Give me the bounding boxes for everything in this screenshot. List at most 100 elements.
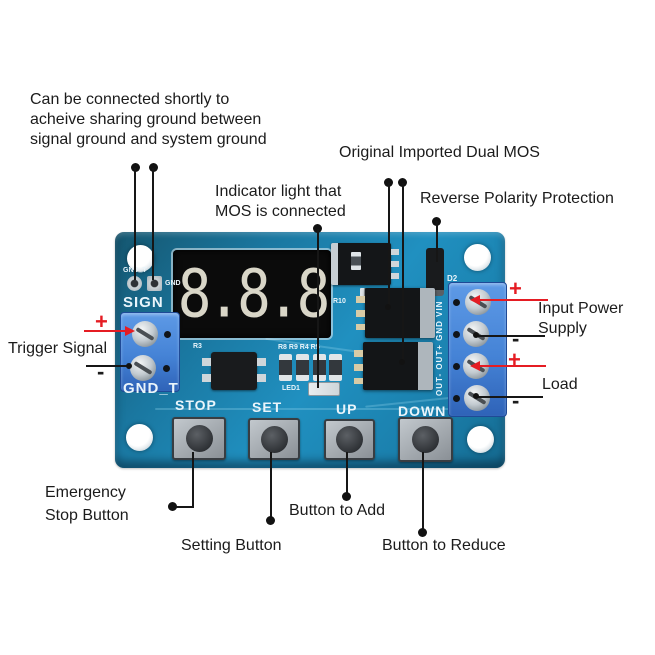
emergency-stop-label: Emergency Stop Button xyxy=(45,481,129,527)
leader-line-set xyxy=(270,452,272,519)
mounting-hole-bottom-left xyxy=(126,424,153,451)
leader-dot xyxy=(473,332,479,338)
silk-down: DOWN xyxy=(398,403,447,419)
gnd-line xyxy=(477,335,545,337)
indicator-note-line1: Indicator light that xyxy=(215,183,342,200)
wire-entry xyxy=(453,363,460,370)
indicator-note-line2: MOS is connected xyxy=(215,203,346,220)
mos-indicator-led xyxy=(308,382,340,396)
leader-line-up xyxy=(346,452,348,494)
seven-segment-display: 8.8.8 xyxy=(173,250,331,338)
dual-mos-1 xyxy=(356,288,435,338)
gnd-minus-mark: - xyxy=(512,326,520,351)
trigger-minus-line xyxy=(86,365,128,367)
dual-mos-label: Original Imported Dual MOS xyxy=(339,144,540,161)
leader-line-dual-mos-1 xyxy=(388,183,390,308)
vin-arrowhead xyxy=(470,295,480,305)
leader-line-reverse-polarity xyxy=(436,221,438,262)
emergency-stop-line2: Stop Button xyxy=(45,507,129,524)
setting-button-label: Setting Button xyxy=(181,537,282,554)
leader-line-ground-1 xyxy=(134,168,136,280)
silk-gnd-pad: GND xyxy=(165,280,181,287)
input-power-label: Input Power Supply xyxy=(538,299,623,339)
leader-line-ground-2 xyxy=(152,168,154,280)
mosfet-package xyxy=(331,243,399,285)
leader-line-stop xyxy=(192,452,194,508)
leader-dot xyxy=(473,393,479,399)
set-button xyxy=(248,418,300,460)
leader-dot xyxy=(131,163,140,172)
silk-d2: D2 xyxy=(447,274,458,283)
down-button-plunger xyxy=(412,426,439,453)
leader-dot xyxy=(149,163,158,172)
ground-pad-round xyxy=(127,276,142,291)
ground-note-line1: Can be connected shortly to xyxy=(30,91,230,108)
indicator-note: Indicator light that MOS is connected xyxy=(215,182,346,222)
leader-dot xyxy=(266,516,275,525)
silk-sign: SIGN xyxy=(123,294,164,311)
leader-dot xyxy=(398,178,407,187)
load-label: Load xyxy=(542,376,578,393)
silk-set: SET xyxy=(252,399,283,415)
chip-resistor xyxy=(279,354,292,381)
leader-line-dual-mos-2 xyxy=(402,183,404,363)
pcb-board: 8.8.8 GND_T GND SIGN GND_T R10 D2 R3 xyxy=(115,232,507,468)
out-minus-mark: - xyxy=(512,388,520,413)
diode-d2 xyxy=(426,248,444,296)
smd-component xyxy=(351,252,361,270)
wire-entry xyxy=(163,365,170,372)
vin-plus-mark: + xyxy=(509,276,522,301)
trigger-minus-mark: - xyxy=(97,359,105,384)
trigger-plus-line xyxy=(84,330,126,332)
ground-note: Can be connected shortly to acheive shar… xyxy=(30,90,267,150)
leader-line-stop-elbow xyxy=(174,506,194,508)
reverse-polarity-label: Reverse Polarity Protection xyxy=(420,190,614,207)
wire-entry xyxy=(453,299,460,306)
chip-resistor xyxy=(329,354,342,381)
trigger-screw-minus xyxy=(130,355,156,381)
wire-entry xyxy=(453,331,460,338)
silk-r10: R10 xyxy=(333,298,346,305)
leader-dot xyxy=(313,224,322,233)
leader-dot xyxy=(126,363,132,369)
chip-resistor xyxy=(313,354,326,381)
leader-dot xyxy=(342,492,351,501)
wire-entry xyxy=(453,395,460,402)
button-to-reduce-label: Button to Reduce xyxy=(382,537,506,554)
silk-led1: LED1 xyxy=(282,385,300,392)
mounting-hole-top-right xyxy=(464,244,491,271)
trigger-plus-mark: + xyxy=(95,309,108,334)
down-button xyxy=(398,417,453,462)
leader-dot xyxy=(418,528,427,537)
display-digits: 8.8.8 xyxy=(177,255,331,333)
leader-dot xyxy=(399,359,405,365)
leader-dot xyxy=(384,178,393,187)
wire-entry xyxy=(164,331,171,338)
out-plus-arrowhead xyxy=(470,361,480,371)
silk-gnd-t: GND_T xyxy=(123,380,179,397)
up-button xyxy=(324,419,375,460)
trigger-plus-arrowhead xyxy=(125,326,135,336)
trigger-terminal-block xyxy=(120,312,180,392)
leader-dot xyxy=(385,304,391,310)
input-power-line1: Input Power xyxy=(538,300,624,317)
trigger-signal-label: Trigger Signal xyxy=(8,340,108,357)
silk-up: UP xyxy=(336,401,358,417)
mounting-hole-top-left xyxy=(127,245,154,272)
mounting-hole-bottom-right xyxy=(467,426,494,453)
silk-stop: STOP xyxy=(175,397,217,413)
button-to-add-label: Button to Add xyxy=(289,502,386,519)
ground-pad-square xyxy=(147,276,162,291)
chip-resistor xyxy=(296,354,309,381)
pcb-trace xyxy=(155,408,455,410)
up-button-plunger xyxy=(336,426,363,453)
set-button-plunger xyxy=(260,425,288,453)
ground-note-line2: acheive sharing ground between xyxy=(30,111,262,128)
transistor xyxy=(202,352,266,390)
emergency-stop-line1: Emergency xyxy=(45,484,126,501)
leader-line-down xyxy=(422,452,424,530)
terminal-pin-labels: OUT- OUT+ GND VIN xyxy=(435,300,444,397)
trigger-screw-plus xyxy=(132,321,158,347)
leader-dot xyxy=(168,502,177,511)
